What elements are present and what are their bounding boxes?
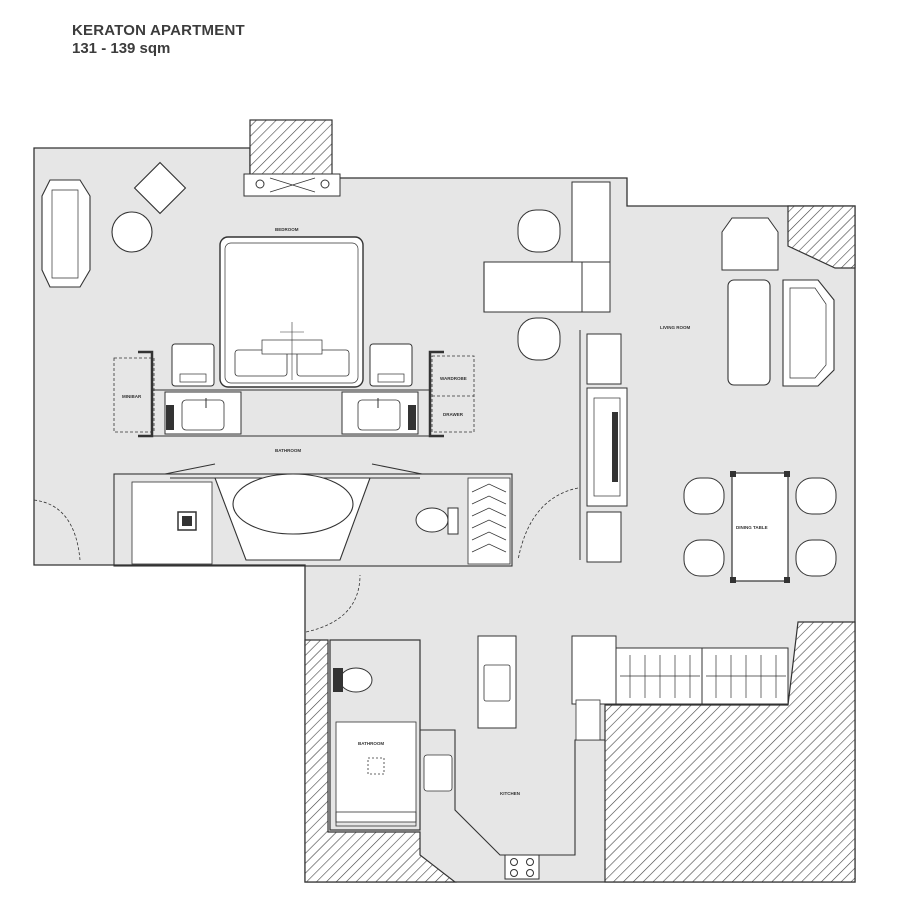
label-minibar: MINIBAR xyxy=(122,394,142,399)
dining-nook-chair-bottom xyxy=(517,317,561,361)
plan-title-block: KERATON APARTMENT 131 - 139 sqm xyxy=(72,22,245,58)
vanity-right xyxy=(341,391,419,435)
bedroom-round-table xyxy=(111,211,153,253)
toilet-main xyxy=(415,507,449,533)
hatch-top-column xyxy=(249,119,333,176)
dining-chair-1 xyxy=(683,477,725,515)
wardrobe-outline xyxy=(431,355,475,433)
door-entry xyxy=(305,574,361,633)
apartment-name: KERATON APARTMENT xyxy=(72,22,245,39)
tv-cabinet-bottom xyxy=(586,511,622,563)
kitchen-counter xyxy=(420,729,605,856)
desk-cabinet xyxy=(571,181,611,263)
apartment-size: 131 - 139 sqm xyxy=(72,40,171,57)
door-bathroom-left xyxy=(33,499,81,561)
tv-console xyxy=(586,387,628,507)
nightstand-right xyxy=(369,343,413,387)
small-bathroom xyxy=(329,639,421,831)
shower-area xyxy=(131,481,213,565)
hatch-top-right-corner xyxy=(787,205,856,269)
label-bedroom: BEDROOM xyxy=(275,227,299,232)
vanity-left xyxy=(164,391,242,435)
tv-cabinet-top xyxy=(586,333,622,385)
bathtub xyxy=(232,473,354,535)
minibar-outline xyxy=(113,357,155,433)
bed xyxy=(219,236,364,388)
dining-chair-3 xyxy=(795,477,837,515)
label-bathroom-main: BATHROOM xyxy=(275,448,301,453)
washer-unit xyxy=(571,635,617,705)
bedroom-sofa xyxy=(41,179,91,288)
label-dining-table: DINING TABLE xyxy=(736,525,768,530)
dining-table xyxy=(731,472,789,582)
coffee-table xyxy=(727,279,771,386)
armchair xyxy=(721,217,779,271)
hatch-bottom-left xyxy=(304,639,457,883)
cooktop xyxy=(504,854,540,880)
main-bathroom-area xyxy=(113,473,513,567)
kitchen-sink-small xyxy=(423,754,453,792)
dining-chair-4 xyxy=(795,539,837,577)
hatch-bottom-right xyxy=(604,621,856,883)
nightstand-left xyxy=(171,343,215,387)
bedroom-side-table xyxy=(133,161,187,215)
towel-rack xyxy=(467,477,511,565)
label-living-room: LIVING ROOM xyxy=(660,325,691,330)
dining-nook-chair-top xyxy=(517,209,561,253)
toilet-small xyxy=(339,667,373,693)
label-drawer: DRAWER xyxy=(443,412,464,417)
label-wardrobe: WARDROBE xyxy=(440,376,467,381)
label-kitchen: KITCHEN xyxy=(500,791,520,796)
living-sofa xyxy=(782,279,835,387)
door-bathroom-right xyxy=(517,487,579,561)
label-bathroom-small: BATHROOM xyxy=(358,741,384,746)
dining-chair-2 xyxy=(683,539,725,577)
